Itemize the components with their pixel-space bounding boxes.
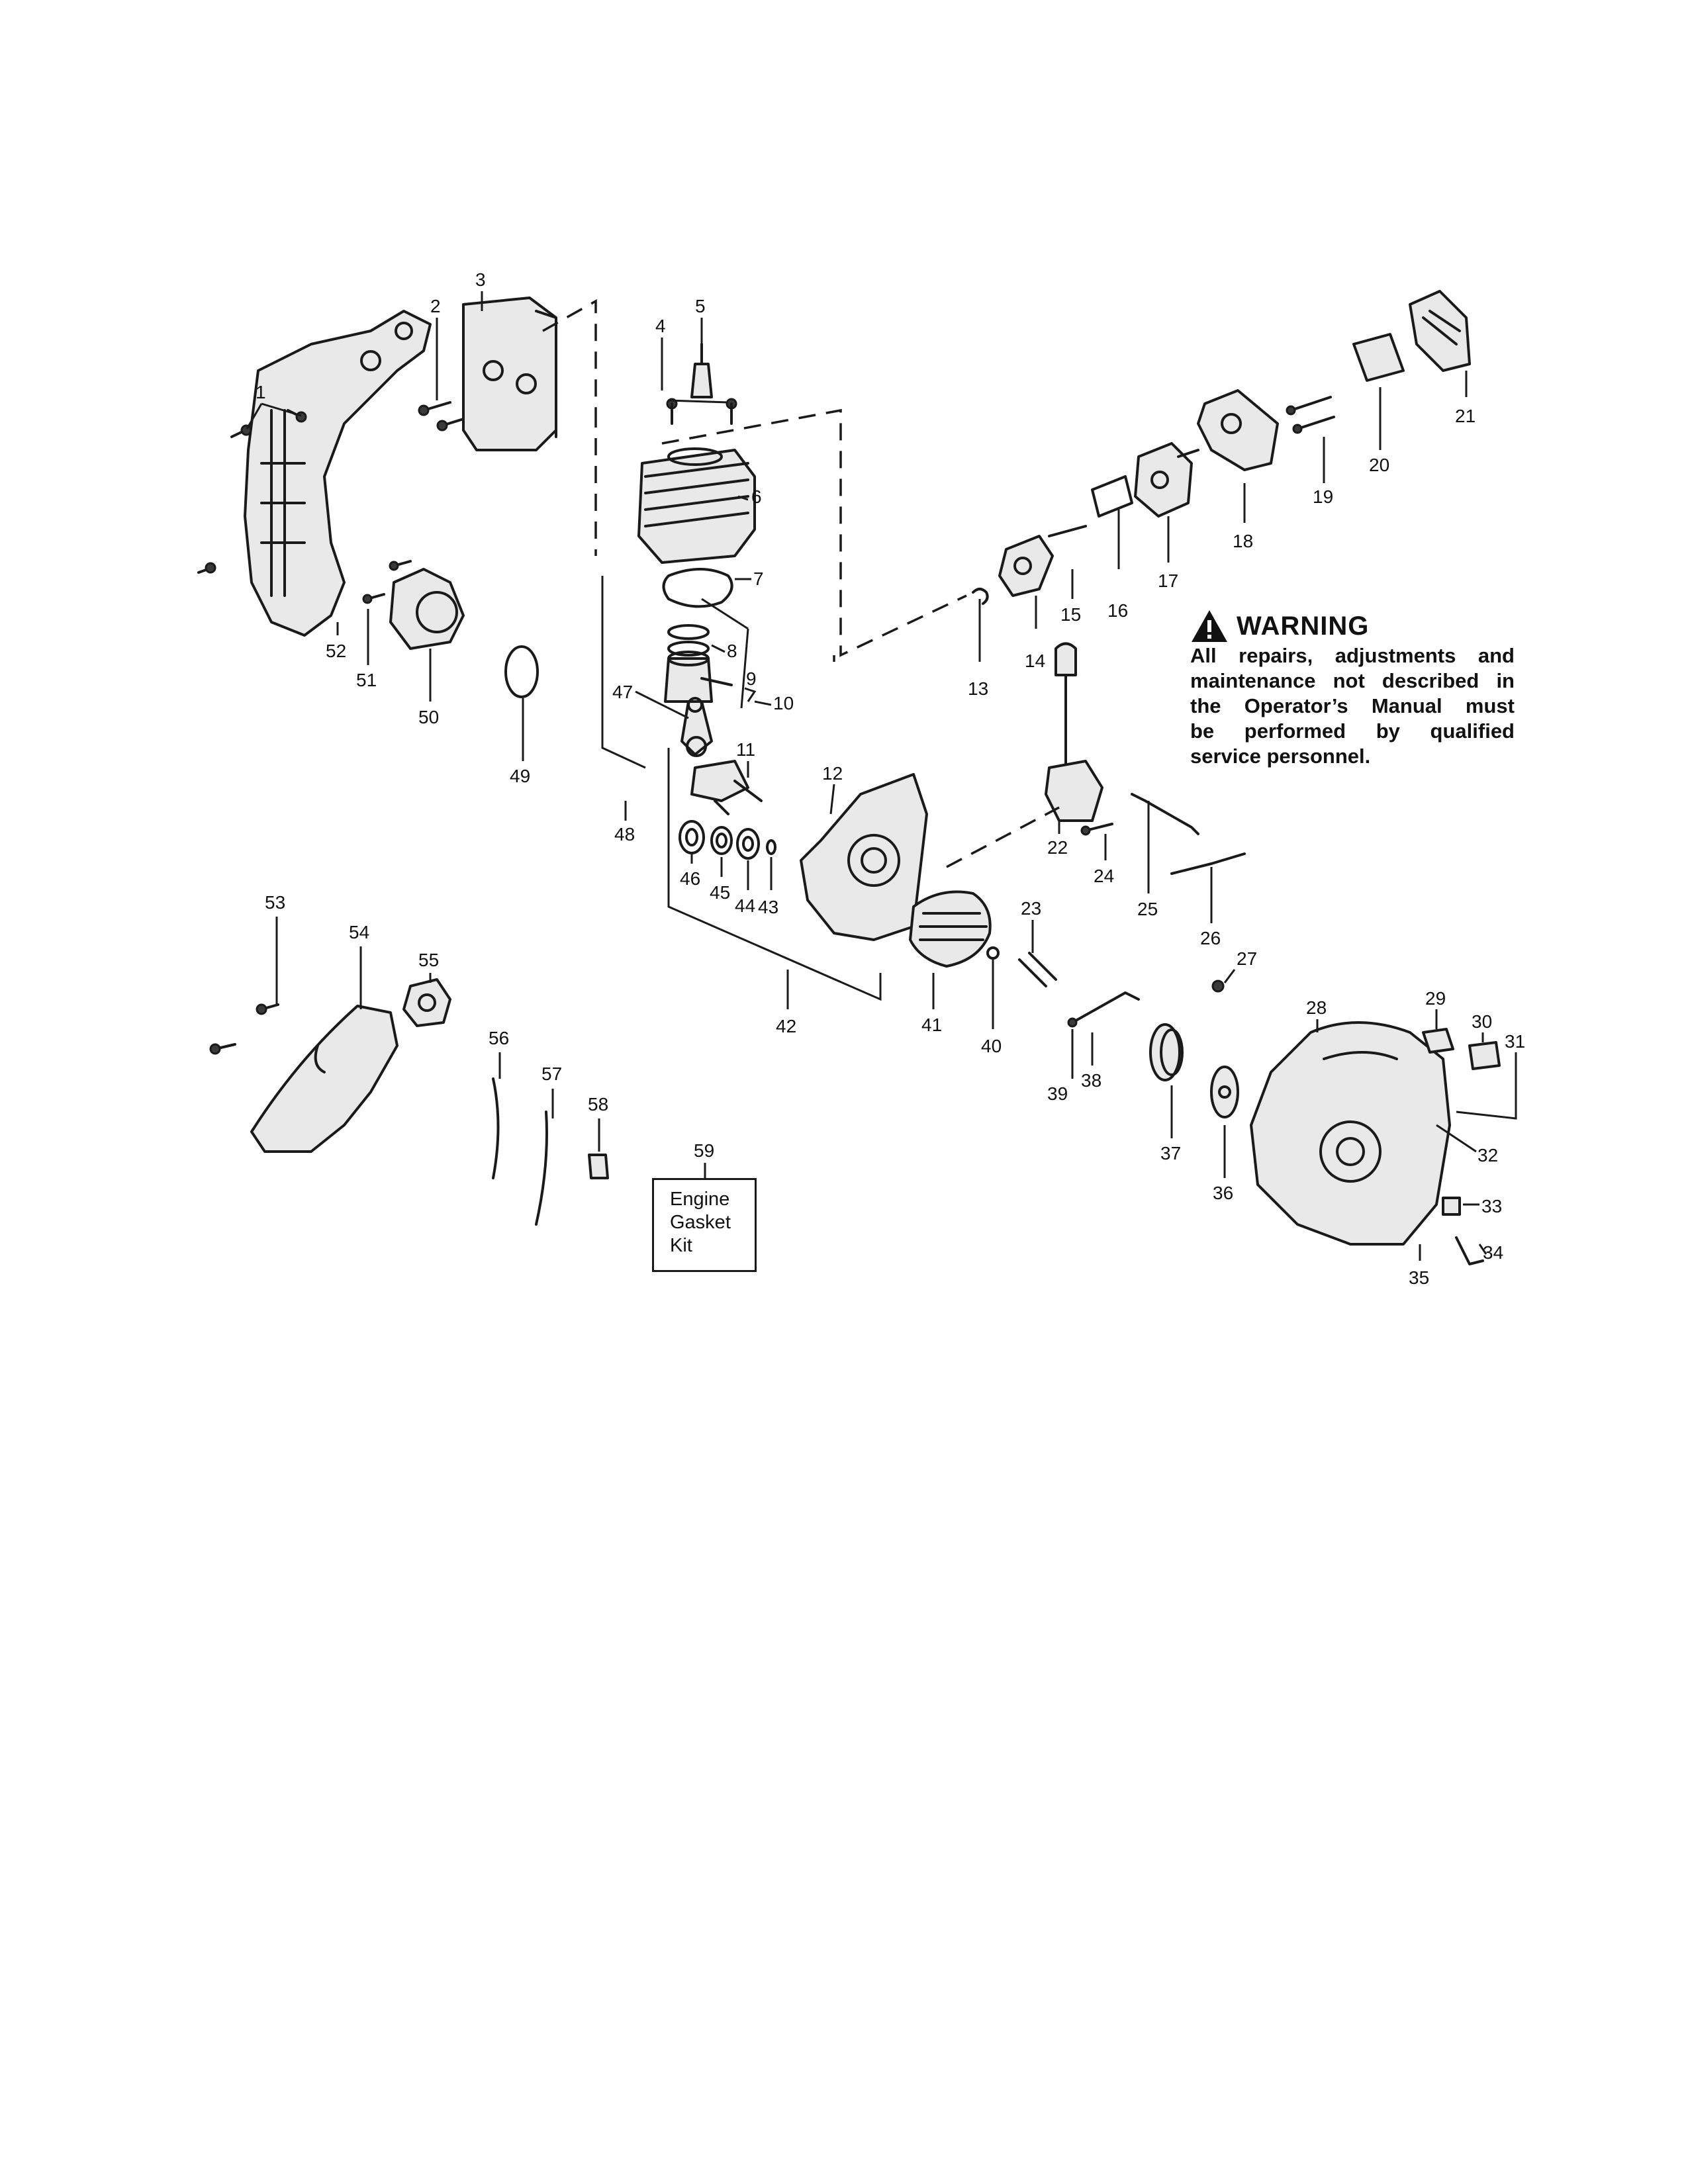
callout-17: 17 bbox=[1158, 570, 1178, 591]
callout-41: 41 bbox=[921, 1015, 942, 1035]
shield bbox=[250, 1005, 399, 1153]
starter-housing bbox=[1250, 1021, 1451, 1246]
callout-11: 11 bbox=[736, 739, 755, 760]
warning-heading: WARNING bbox=[1190, 609, 1515, 643]
callout-14: 14 bbox=[1025, 651, 1045, 671]
callout-50: 50 bbox=[418, 707, 439, 727]
warning-line: the Operator’s Manual must bbox=[1190, 694, 1515, 717]
callout-26: 26 bbox=[1200, 928, 1221, 948]
kit-label-line: Gasket bbox=[670, 1212, 731, 1233]
gasket-kit-box: Engine Gasket Kit bbox=[652, 1178, 757, 1272]
callout-33: 33 bbox=[1481, 1196, 1502, 1216]
callout-35: 35 bbox=[1409, 1267, 1429, 1288]
callout-29: 29 bbox=[1425, 988, 1446, 1009]
callout-42: 42 bbox=[776, 1016, 796, 1036]
warning-line: maintenance not described in bbox=[1190, 669, 1515, 692]
part-drawings bbox=[197, 290, 1501, 1265]
callout-40: 40 bbox=[981, 1036, 1002, 1056]
kit-label-line: Engine bbox=[670, 1189, 730, 1210]
callout-8: 8 bbox=[727, 641, 737, 661]
callout-4: 4 bbox=[655, 316, 666, 336]
callout-7: 7 bbox=[753, 569, 764, 589]
engine-shroud bbox=[244, 310, 432, 637]
callout-37: 37 bbox=[1160, 1143, 1181, 1163]
callout-25: 25 bbox=[1137, 899, 1158, 919]
callout-30: 30 bbox=[1472, 1011, 1492, 1032]
callout-19: 19 bbox=[1313, 486, 1333, 507]
callout-labels: 1 2 3 4 5 6 7 8 9 10 11 12 13 14 15 16 1… bbox=[256, 269, 1525, 1288]
kit-label-line: Kit bbox=[670, 1235, 692, 1256]
callout-31: 31 bbox=[1505, 1031, 1525, 1052]
warning-line: All repairs, adjustments and bbox=[1190, 644, 1515, 667]
callout-15: 15 bbox=[1060, 604, 1081, 625]
callout-9: 9 bbox=[746, 668, 757, 689]
callout-10: 10 bbox=[773, 693, 794, 713]
callout-54: 54 bbox=[349, 922, 369, 942]
callout-24: 24 bbox=[1094, 866, 1114, 886]
callout-34: 34 bbox=[1483, 1242, 1503, 1263]
callout-49: 49 bbox=[510, 766, 530, 786]
crankcase bbox=[800, 773, 928, 941]
callout-27: 27 bbox=[1237, 948, 1257, 969]
callout-32: 32 bbox=[1477, 1145, 1498, 1165]
callout-16: 16 bbox=[1107, 600, 1128, 621]
warning-line: service personnel. bbox=[1190, 745, 1371, 768]
callout-18: 18 bbox=[1233, 531, 1253, 551]
callout-59: 59 bbox=[694, 1140, 714, 1161]
callout-45: 45 bbox=[710, 882, 730, 903]
callout-28: 28 bbox=[1306, 997, 1327, 1018]
callout-13: 13 bbox=[968, 678, 988, 699]
callout-53: 53 bbox=[265, 892, 285, 913]
callout-44: 44 bbox=[735, 895, 755, 916]
callout-46: 46 bbox=[680, 868, 700, 889]
bracket-lines bbox=[601, 576, 882, 1001]
callout-5: 5 bbox=[695, 296, 706, 316]
callout-58: 58 bbox=[588, 1094, 608, 1115]
callout-21: 21 bbox=[1455, 406, 1476, 426]
callout-39: 39 bbox=[1047, 1083, 1068, 1104]
callout-2: 2 bbox=[430, 296, 441, 316]
cylinder bbox=[637, 449, 756, 564]
warning-triangle-icon bbox=[1192, 610, 1227, 642]
assembly-lines bbox=[542, 299, 1060, 868]
callout-6: 6 bbox=[751, 486, 762, 507]
callout-57: 57 bbox=[541, 1064, 562, 1084]
callout-38: 38 bbox=[1081, 1070, 1102, 1091]
callout-56: 56 bbox=[489, 1028, 509, 1048]
callout-36: 36 bbox=[1213, 1183, 1233, 1203]
callout-48: 48 bbox=[614, 824, 635, 844]
warning-line: be performed by qualified bbox=[1190, 719, 1515, 743]
callout-22: 22 bbox=[1047, 837, 1068, 858]
callout-3: 3 bbox=[475, 269, 486, 290]
callout-20: 20 bbox=[1369, 455, 1389, 475]
callout-51: 51 bbox=[356, 670, 377, 690]
muffler-cover bbox=[462, 296, 557, 451]
warning-title: WARNING bbox=[1237, 611, 1370, 641]
callout-55: 55 bbox=[418, 950, 439, 970]
callout-43: 43 bbox=[758, 897, 778, 917]
callout-52: 52 bbox=[326, 641, 346, 661]
callout-12: 12 bbox=[822, 763, 843, 784]
warning-notice: WARNING All repairs, adjustments and mai… bbox=[1190, 609, 1515, 769]
callout-1: 1 bbox=[256, 382, 266, 402]
callout-47: 47 bbox=[612, 682, 633, 702]
callout-23: 23 bbox=[1021, 898, 1041, 919]
callout-leaders bbox=[246, 291, 1517, 1261]
